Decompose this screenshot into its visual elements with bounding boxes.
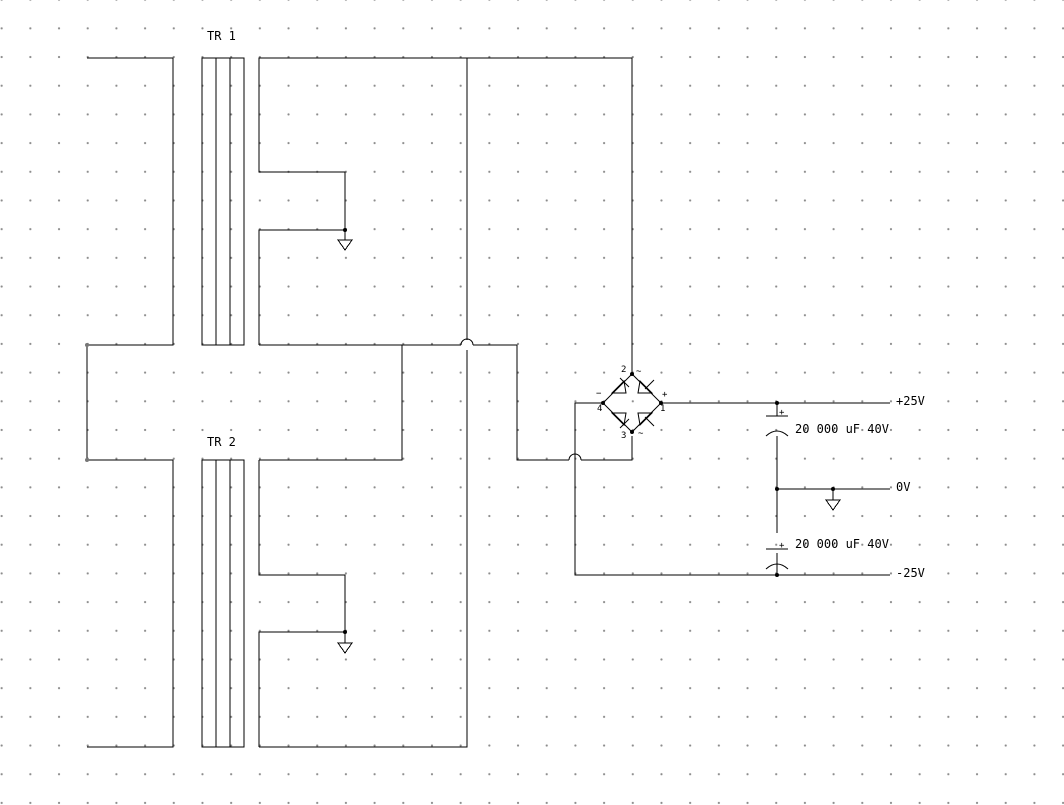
tr1-core [201,57,245,346]
bridge-pin-4: 4 [597,404,602,414]
diode-icon [637,379,655,394]
ground-icon [825,499,841,511]
tr-center-connection [259,338,569,461]
bridge-pin-3: 3 [621,431,626,441]
tr1-secondary-wiring [258,57,633,374]
output-negative-label: -25V [896,566,925,580]
bridge-plus-mark: + [662,390,668,400]
bridge-minus-mark: − [596,389,602,399]
c1-label: 20 000 uF 40V [795,422,889,436]
bridge-pin-1: 1 [660,404,665,414]
output-rails [661,401,890,577]
transformer-tr1[interactable]: TR 1 [201,29,245,346]
bridge-pin-2: 2 [621,365,626,375]
c2-label: 20 000 uF 40V [795,537,889,551]
tr2-label: TR 2 [207,435,236,449]
primary-wiring [85,57,174,748]
primary-junction-top [85,343,89,347]
primary-junction-bottom [85,458,89,462]
c1-plus-mark: + [779,408,785,418]
transformer-tr2[interactable]: TR 2 [201,435,245,748]
output-ground-label: 0V [896,480,910,494]
ground-icon [337,239,353,251]
capacitor-c1[interactable]: + 20 000 uF 40V [765,408,889,437]
bridge-rectifier[interactable]: 2 ~ − 4 + 1 3 ~ [568,365,777,576]
tr2-core [201,459,245,748]
diode-icon [637,412,655,427]
c2-plus-mark: + [779,541,785,551]
tr2-secondary-wiring [258,350,468,748]
output-positive-label: +25V [896,394,925,408]
tr1-label: TR 1 [207,29,236,43]
bridge-ac-mark: ~ [638,429,644,439]
ground-icon [337,642,353,654]
bridge-ac-mark: ~ [636,367,642,377]
diode-icon [610,412,630,429]
diode-icon [610,377,630,394]
capacitor-c2[interactable]: + 20 000 uF 40V [765,537,889,570]
